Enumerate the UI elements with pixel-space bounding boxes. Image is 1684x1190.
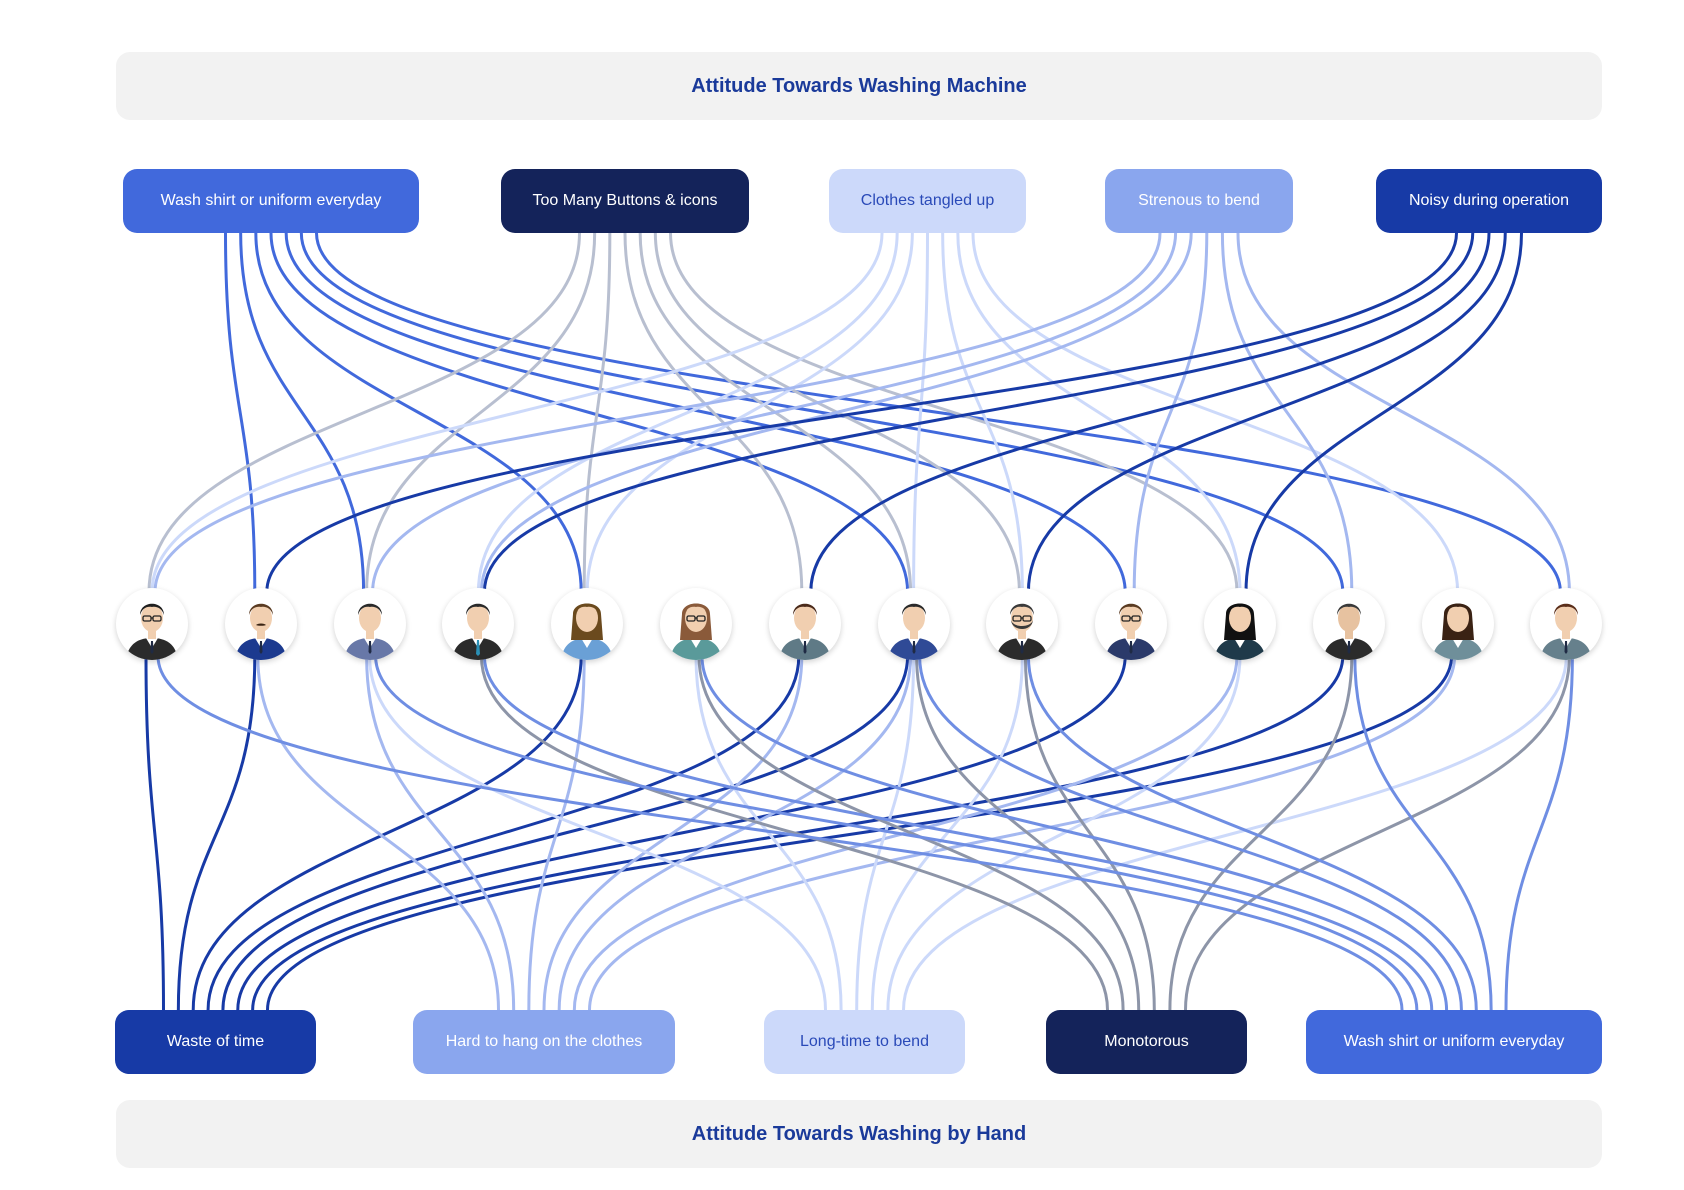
top-link-4-person-3 (371, 232, 1178, 593)
top-link-4-person-12 (1220, 232, 1354, 593)
bottom-link-person-2-2 (256, 655, 500, 1011)
avatar-person-13 (1421, 588, 1494, 660)
bottom-link-person-14-4 (1184, 655, 1571, 1011)
avatar-person-14 (1530, 588, 1603, 660)
bottom-link-person-1-1 (144, 655, 165, 1011)
avatar-person-7 (768, 588, 841, 660)
bottom-link-person-11-2 (572, 655, 1239, 1011)
bottom-link-person-4-4 (479, 655, 1109, 1011)
top-link-1-person-14 (315, 232, 1562, 593)
top-link-2-person-7 (623, 232, 804, 593)
top-link-3-person-4 (476, 232, 899, 593)
bottom-link-person-5-1 (191, 655, 583, 1011)
bottom-link-person-5-2 (527, 655, 586, 1011)
avatar-person-5 (551, 588, 624, 660)
bottom-link-person-13-2 (588, 655, 1457, 1011)
bottom-link-person-9-4 (1023, 655, 1156, 1011)
bottom-link-person-6-3 (694, 655, 843, 1011)
bottom-link-person-9-5 (1026, 655, 1478, 1011)
bottom-link-person-8-3 (855, 655, 916, 1011)
top-link-5-person-11 (1244, 232, 1523, 593)
top-link-1-person-12 (299, 232, 1345, 593)
top-node-4: Strenous to bend (1105, 169, 1293, 233)
top-node-2: Too Many Buttons & icons (501, 169, 749, 233)
top-banner-title: Attitude Towards Washing Machine (691, 74, 1027, 97)
top-link-1-person-2 (224, 232, 257, 593)
bottom-link-person-14-5 (1504, 655, 1574, 1011)
top-node-5: Noisy during operation (1376, 169, 1602, 233)
top-link-4-person-1 (153, 232, 1162, 593)
top-link-2-person-3 (365, 232, 597, 593)
bottom-link-person-14-3 (902, 655, 1568, 1011)
bottom-link-person-10-1 (236, 655, 1127, 1011)
avatar-person-1 (116, 588, 188, 660)
bottom-link-person-9-3 (870, 655, 1024, 1011)
top-link-5-person-2 (265, 232, 1458, 593)
top-link-1-person-5 (254, 232, 583, 593)
top-link-1-person-10 (284, 232, 1127, 593)
bottom-link-person-7-1 (206, 655, 801, 1011)
bottom-node-5: Wash shirt or uniform everyday (1306, 1010, 1602, 1074)
top-link-2-person-1 (147, 232, 581, 593)
top-link-4-person-4 (479, 232, 1193, 593)
bottom-link-person-12-4 (1168, 655, 1354, 1011)
top-banner: Attitude Towards Washing Machine (116, 52, 1602, 120)
bottom-link-person-3-2 (365, 655, 516, 1011)
avatar-person-2 (224, 588, 297, 660)
top-link-2-person-5 (582, 232, 612, 593)
top-link-2-person-11 (669, 232, 1239, 593)
bottom-node-2: Hard to hang on the clothes (413, 1010, 675, 1074)
bottom-link-person-8-1 (221, 655, 910, 1011)
top-link-3-person-8 (912, 232, 929, 593)
bottom-link-person-1-5 (156, 655, 1404, 1011)
bottom-node-3: Long-time to bend (764, 1010, 965, 1074)
avatar-person-3 (333, 588, 406, 660)
top-link-5-person-7 (809, 232, 1491, 593)
top-link-3-person-5 (585, 232, 914, 593)
bottom-banner: Attitude Towards Washing by Hand (116, 1100, 1602, 1168)
bottom-link-person-3-3 (368, 655, 827, 1011)
avatar-person-8 (877, 588, 950, 660)
bottom-node-4: Monotorous (1046, 1010, 1247, 1074)
bottom-banner-title: Attitude Towards Washing by Hand (691, 1122, 1027, 1145)
top-link-3-person-1 (150, 232, 884, 593)
bottom-link-person-6-4 (697, 655, 1125, 1011)
bottom-link-person-4-5 (482, 655, 1434, 1011)
top-link-5-person-9 (1026, 232, 1507, 593)
bottom-link-person-13-1 (266, 655, 1454, 1011)
avatar-person-4 (442, 588, 515, 660)
avatar-person-6 (660, 588, 732, 660)
top-link-4-person-14 (1236, 232, 1571, 593)
bottom-link-person-8-2 (557, 655, 913, 1011)
top-link-4-person-10 (1132, 232, 1209, 593)
top-link-1-person-8 (269, 232, 910, 593)
bottom-link-person-11-3 (886, 655, 1242, 1011)
bottom-link-person-3-5 (374, 655, 1419, 1011)
avatar-person-12 (1312, 588, 1385, 660)
top-link-1-person-3 (239, 232, 366, 593)
top-link-5-person-4 (482, 232, 1475, 593)
bottom-link-person-7-2 (542, 655, 804, 1011)
top-node-3: Clothes tangled up (829, 169, 1026, 233)
bottom-link-person-8-5 (918, 655, 1463, 1011)
avatar-person-9 (986, 588, 1059, 660)
avatar-person-11 (1204, 588, 1276, 660)
top-node-1: Wash shirt or uniform everyday (123, 169, 419, 233)
top-link-3-person-13 (971, 232, 1460, 593)
bottom-link-person-2-1 (176, 655, 257, 1011)
bottom-link-person-12-5 (1353, 655, 1493, 1011)
top-link-3-person-11 (956, 232, 1242, 593)
bottom-link-person-8-4 (915, 655, 1141, 1011)
avatar-person-10 (1095, 588, 1168, 660)
bottom-link-person-6-5 (700, 655, 1449, 1011)
bottom-node-1: Waste of time (115, 1010, 316, 1074)
